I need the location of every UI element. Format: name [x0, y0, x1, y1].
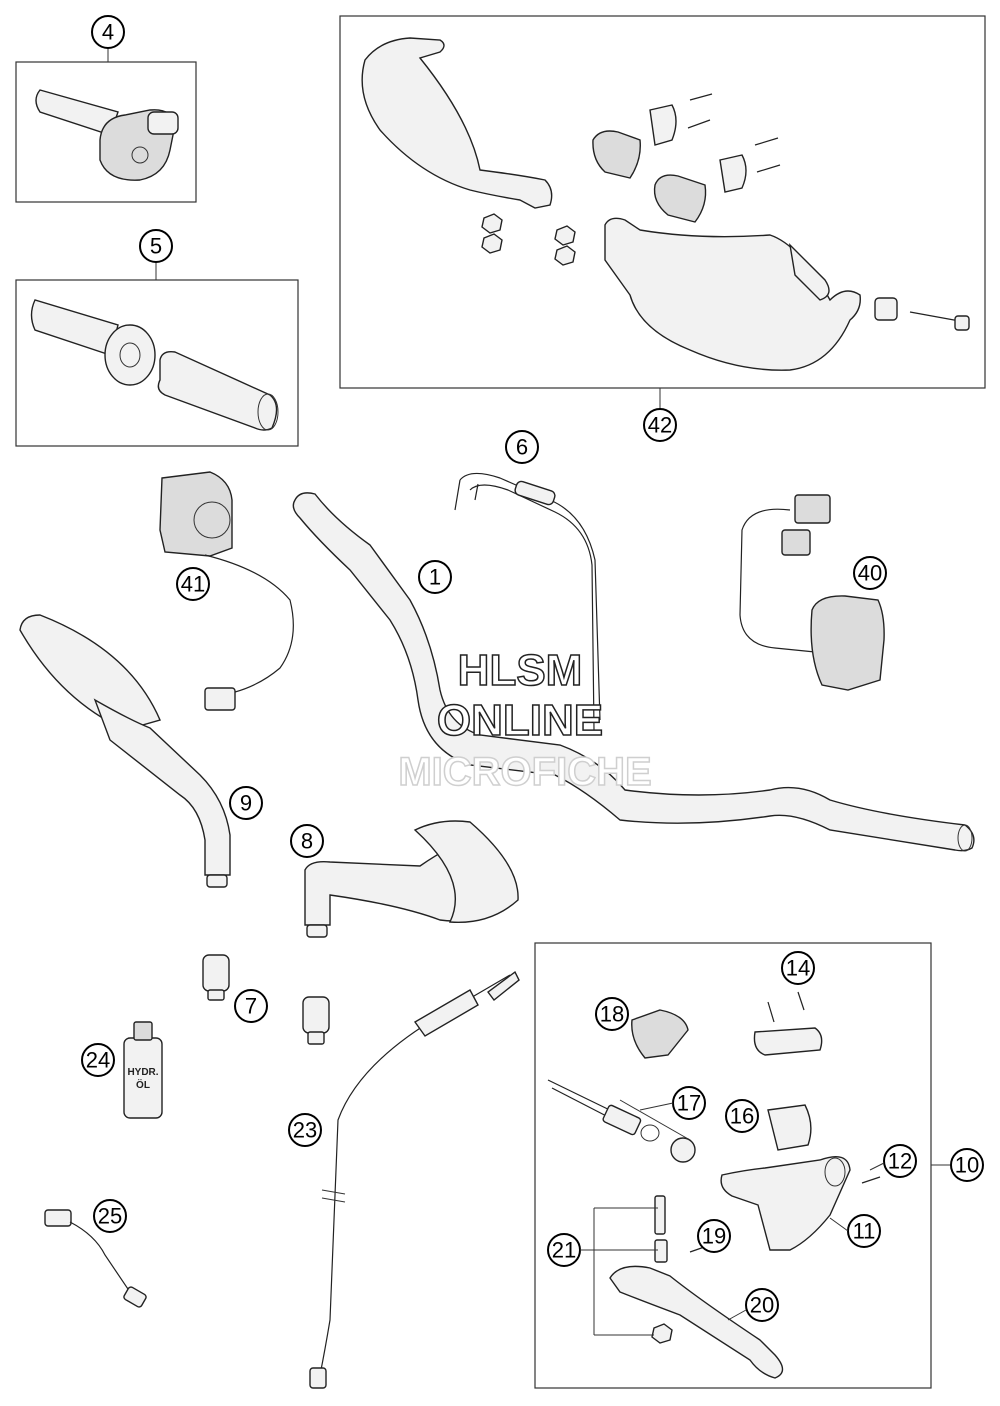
group-box-42: [339, 15, 986, 389]
callout-20: 20: [745, 1288, 779, 1322]
callout-17: 17: [672, 1086, 706, 1120]
callout-23: 23: [288, 1113, 322, 1147]
callout-16: 16: [725, 1099, 759, 1133]
svg-text:42: 42: [648, 413, 672, 438]
svg-text:8: 8: [301, 829, 313, 854]
clutch-master-cylinder-part: [547, 991, 881, 1379]
svg-text:19: 19: [702, 1224, 726, 1249]
sensor-wire-part: [44, 1209, 147, 1308]
throttle-cable-part: [454, 472, 601, 731]
svg-text:16: 16: [730, 1104, 754, 1129]
grip-set-part: [30, 299, 279, 431]
right-switch-part: [739, 494, 885, 691]
callout-8: 8: [290, 824, 324, 858]
callout-40: 40: [853, 556, 887, 590]
left-mirror-part: [19, 614, 231, 888]
right-mirror-part: [304, 820, 519, 938]
handlebar-part: [292, 492, 975, 852]
hand-guard-set-part: [361, 37, 970, 371]
svg-text:4: 4: [102, 20, 114, 45]
watermark-line2: ONLINE: [437, 696, 603, 745]
svg-text:18: 18: [600, 1002, 624, 1027]
callout-19: 19: [697, 1219, 731, 1253]
svg-text:9: 9: [240, 791, 252, 816]
clutch-cable-part: [309, 970, 520, 1389]
watermark-line1: HLSM: [458, 646, 583, 695]
svg-text:17: 17: [677, 1091, 701, 1116]
callout-18: 18: [595, 997, 629, 1031]
watermark: HLSM ONLINE MICROFICHE: [398, 645, 653, 795]
throttle-grip-part: [35, 89, 179, 181]
hydraulic-oil-bottle-part: HYDR. ÖL: [123, 1021, 163, 1119]
callout-14: 14: [781, 951, 815, 985]
svg-text:23: 23: [293, 1118, 317, 1143]
svg-text:7: 7: [245, 994, 257, 1019]
callout-11: 11: [847, 1214, 881, 1248]
left-switch-part: [159, 471, 294, 711]
callout-25: 25: [93, 1199, 127, 1233]
svg-text:1: 1: [429, 565, 441, 590]
callout-41: 41: [176, 567, 210, 601]
group-box-4: [15, 61, 197, 203]
callout-10: 10: [950, 1148, 984, 1182]
svg-text:11: 11: [853, 1219, 876, 1244]
svg-text:20: 20: [750, 1293, 774, 1318]
callout-1: 1: [418, 560, 452, 594]
bottle-label-line2: ÖL: [136, 1078, 150, 1091]
group-box-5: [15, 279, 299, 447]
callout-12: 12: [883, 1144, 917, 1178]
bar-end-part: [202, 954, 330, 1045]
bottle-label-line1: HYDR.: [127, 1067, 158, 1078]
svg-text:40: 40: [858, 561, 882, 586]
svg-text:12: 12: [888, 1149, 912, 1174]
svg-text:5: 5: [150, 234, 162, 259]
svg-text:10: 10: [955, 1153, 979, 1178]
svg-text:24: 24: [86, 1048, 110, 1073]
callout-24: 24: [81, 1043, 115, 1077]
callout-6: 6: [505, 430, 539, 464]
svg-text:14: 14: [786, 956, 810, 981]
svg-text:21: 21: [552, 1238, 576, 1263]
callout-9: 9: [229, 786, 263, 820]
svg-text:6: 6: [516, 435, 528, 460]
callout-42: 42: [643, 408, 677, 442]
callout-7: 7: [234, 989, 268, 1023]
callout-21: 21: [547, 1233, 581, 1267]
callout-4: 4: [91, 15, 125, 49]
callout-5: 5: [139, 229, 173, 263]
watermark-line3: MICROFICHE: [398, 750, 651, 794]
svg-text:25: 25: [98, 1204, 122, 1229]
svg-text:41: 41: [181, 572, 205, 597]
